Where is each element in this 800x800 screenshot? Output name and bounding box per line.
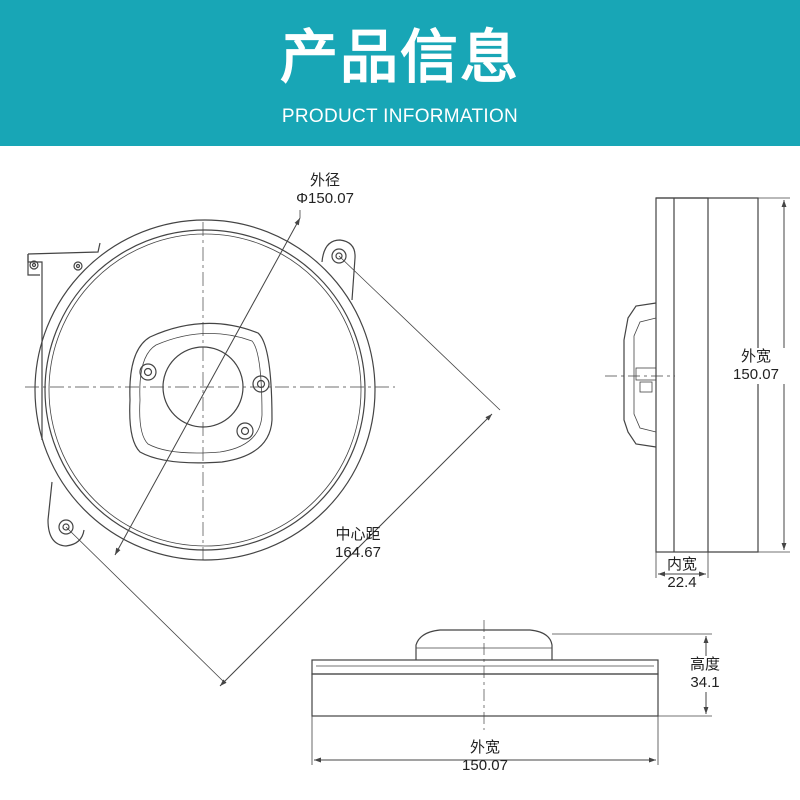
- side-view: [605, 197, 790, 578]
- outer-width-side-label: 外宽 150.07: [720, 348, 792, 384]
- center-distance-name: 中心距: [335, 526, 381, 543]
- housing-top-left-tab: [27, 254, 40, 276]
- outer-diameter-value: Φ150.07: [296, 190, 354, 207]
- technical-drawing: 外径 Φ150.07 中心距 164.67 外宽 150.07 内宽 22.4 …: [0, 146, 800, 800]
- bottom-body-top: [311, 659, 659, 675]
- outer-width-bottom-name: 外宽: [469, 739, 500, 756]
- diameter-line: [114, 217, 301, 556]
- header-banner: 产品信息 PRODUCT INFORMATION: [0, 0, 800, 146]
- center-distance-value: 164.67: [335, 544, 381, 561]
- center-distance-label: 中心距 164.67: [318, 526, 398, 562]
- side-hub: [623, 302, 657, 448]
- inner-width-label: 内宽 22.4: [652, 556, 712, 592]
- outer-diameter-label: 外径 Φ150.07: [280, 172, 370, 208]
- reel-face-circle: [48, 233, 362, 547]
- ear-bottom-left: [47, 481, 85, 547]
- inner-width-name: 内宽: [666, 556, 697, 573]
- reel-rim-circle: [44, 229, 366, 551]
- outer-width-side-name: 外宽: [740, 348, 771, 365]
- outer-width-bottom-value: 150.07: [462, 757, 508, 774]
- front-view: [25, 210, 501, 687]
- side-body: [655, 197, 709, 553]
- inner-width-value: 22.4: [667, 574, 697, 591]
- bottom-hub: [415, 629, 553, 660]
- reel-outer-circle: [34, 219, 376, 561]
- bottom-body: [311, 673, 659, 717]
- height-name: 高度: [689, 656, 720, 673]
- height-value: 34.1: [690, 674, 720, 691]
- hub-plate: [129, 322, 273, 464]
- ear-top-right: [321, 239, 356, 301]
- outer-diameter-name: 外径: [309, 172, 340, 189]
- drawing-canvas: [25, 197, 790, 765]
- page-subtitle: PRODUCT INFORMATION: [281, 106, 519, 127]
- page-title: 产品信息: [279, 23, 520, 91]
- height-label: 高度 34.1: [680, 656, 730, 692]
- outer-width-bottom-label: 外宽 150.07: [445, 739, 525, 775]
- bottom-view: [311, 620, 712, 765]
- center-distance-line: [219, 413, 493, 687]
- housing-outline: [27, 242, 101, 440]
- outer-width-side-value: 150.07: [733, 366, 779, 383]
